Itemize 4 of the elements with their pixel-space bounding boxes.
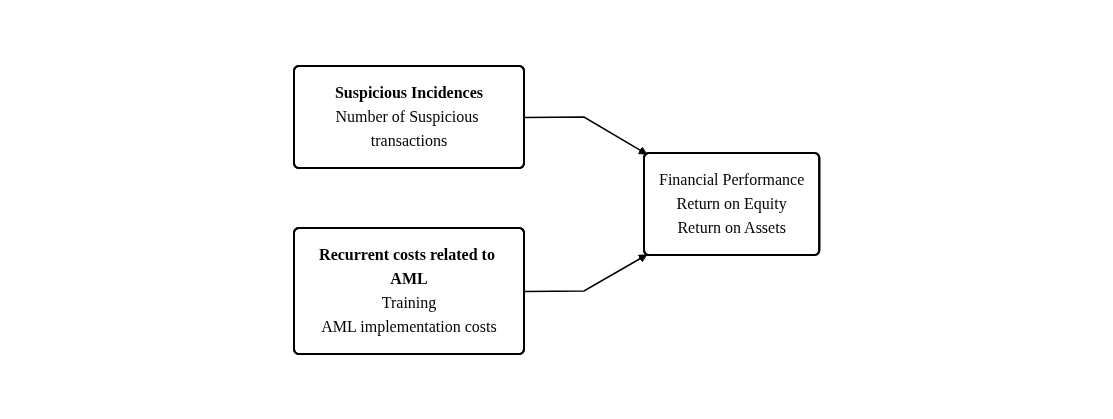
arrow [523, 115, 648, 155]
node-text: Suspicious Incidences Number of Suspicious transactions [334, 83, 483, 149]
node-text: Recurrent costs related to AML Training AML implementation costs [318, 245, 497, 335]
arrow [523, 253, 648, 292]
